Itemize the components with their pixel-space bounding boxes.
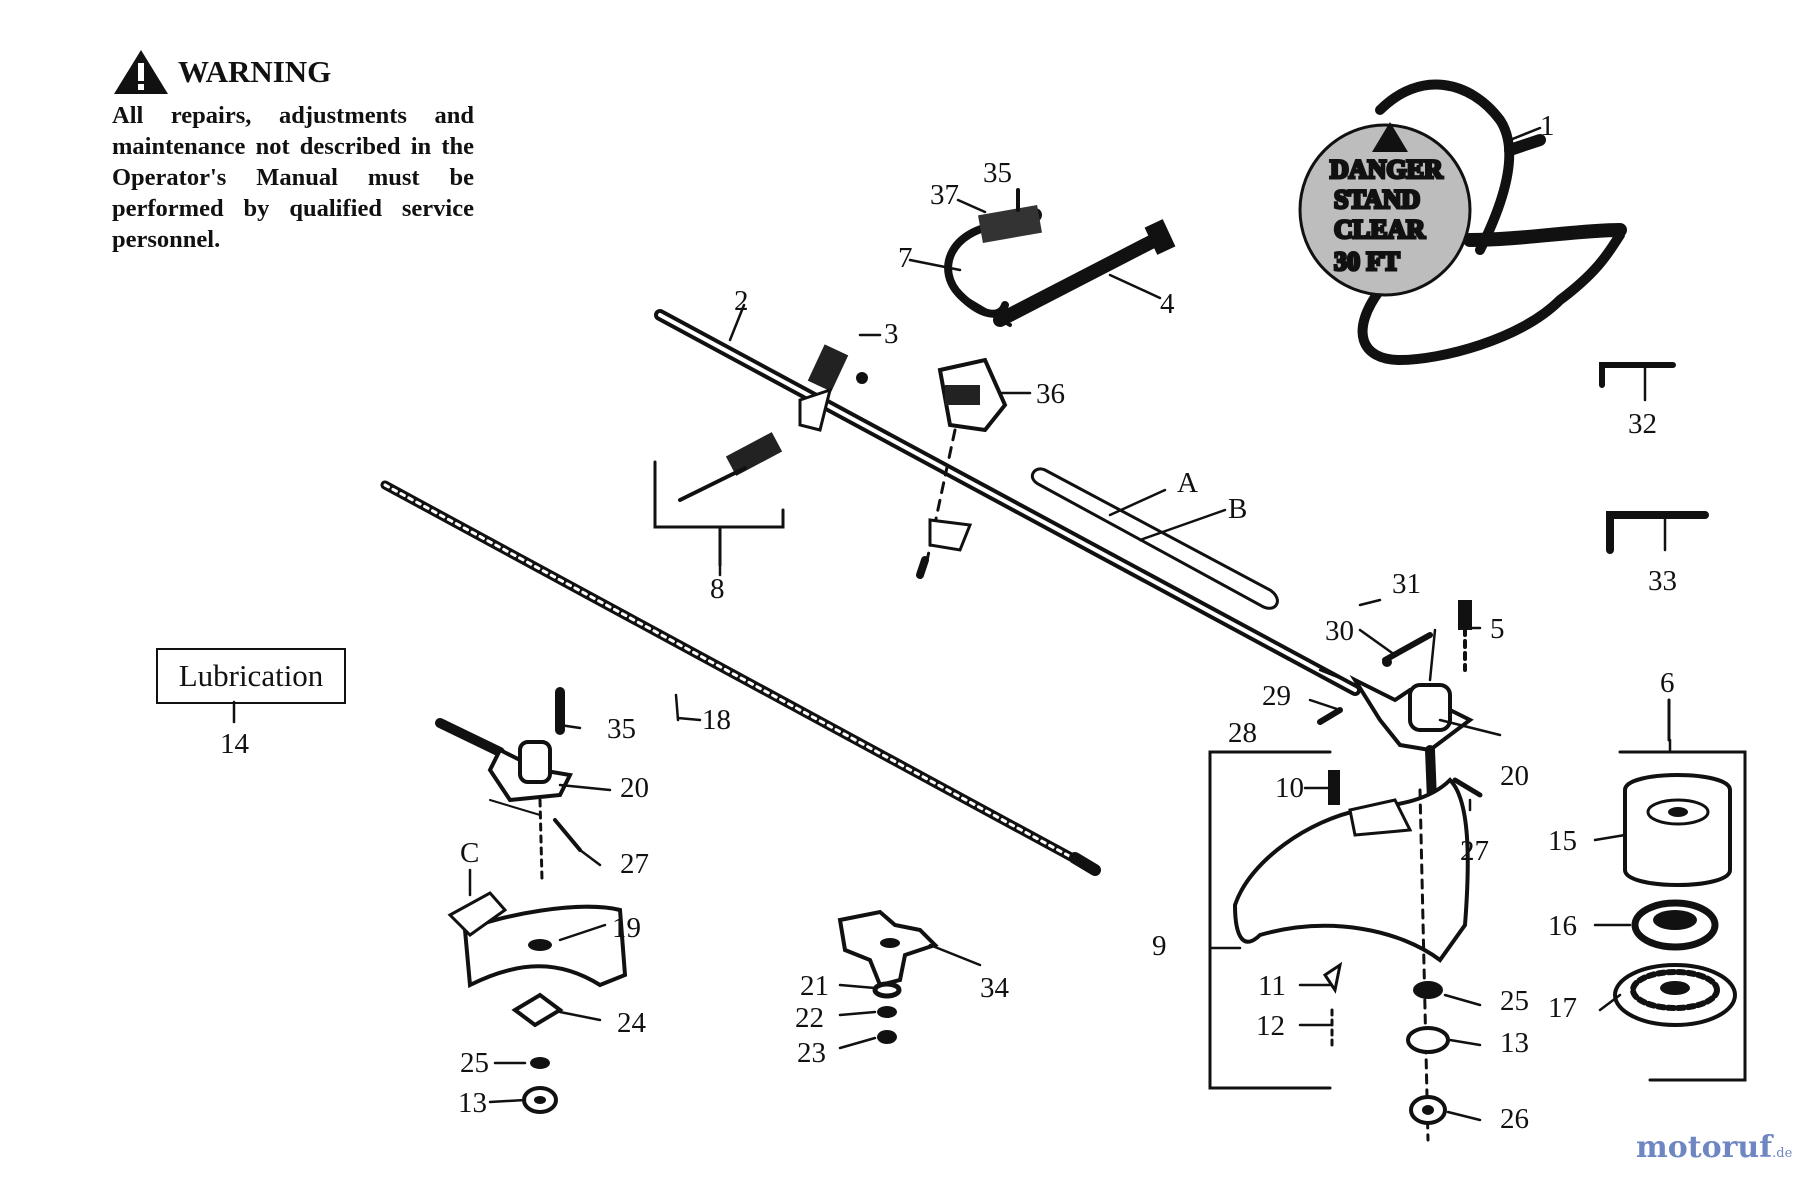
label-29: 29 xyxy=(1262,680,1291,712)
watermark-brand: motoruf xyxy=(1636,1130,1773,1165)
label-37: 37 xyxy=(930,179,959,211)
leader-lines xyxy=(232,126,1672,1122)
label-16: 16 xyxy=(1548,910,1577,942)
label-14: 14 xyxy=(220,728,250,760)
label-24: 24 xyxy=(617,1007,647,1039)
decal-part xyxy=(1030,467,1279,610)
label-31: 31 xyxy=(1392,568,1421,600)
blade-adapter-part xyxy=(837,909,939,1044)
warning-title: WARNING xyxy=(178,54,332,89)
warning-title-row: WARNING xyxy=(112,48,474,96)
label-30: 30 xyxy=(1325,615,1354,647)
label-13-left: 13 xyxy=(458,1087,487,1119)
label-12: 12 xyxy=(1256,1010,1285,1042)
label-5: 5 xyxy=(1490,613,1505,645)
label-1: 1 xyxy=(1540,110,1555,142)
shaft-part xyxy=(654,309,1361,696)
label-13-right: 13 xyxy=(1500,1027,1529,1059)
label-36: 36 xyxy=(1036,378,1065,410)
label-9: 9 xyxy=(1152,930,1167,962)
danger-sign xyxy=(1298,123,1472,297)
label-10: 10 xyxy=(1275,772,1304,804)
label-35-top: 35 xyxy=(983,157,1012,189)
warning-triangle-icon xyxy=(114,50,168,94)
label-35-left: 35 xyxy=(607,713,636,745)
label-17: 17 xyxy=(1548,992,1577,1024)
label-25-left: 25 xyxy=(460,1047,489,1079)
label-26: 26 xyxy=(1500,1103,1529,1135)
trimmer-shield-part xyxy=(1208,750,1470,1142)
label-20-left: 20 xyxy=(620,772,649,804)
warning-notice: WARNING All repairs, adjustments and mai… xyxy=(112,48,474,255)
danger-sign-line-2: STAND xyxy=(1334,185,1420,214)
lubrication-box: Lubrication xyxy=(156,648,346,704)
label-27-left: 27 xyxy=(620,848,649,880)
handle-part xyxy=(944,188,1176,327)
watermark-logo: motoruf.de xyxy=(1636,1130,1792,1165)
gearhead-left-part xyxy=(435,687,628,1114)
label-3: 3 xyxy=(884,318,899,350)
danger-sign-line-1: DANGER xyxy=(1330,155,1443,184)
label-25-right: 25 xyxy=(1500,985,1529,1017)
danger-sign-line-3: CLEAR xyxy=(1334,215,1425,244)
part-labels: 1 2 3 4 5 6 7 8 9 10 11 12 13 13 14 15 1… xyxy=(220,110,1677,1135)
drive-cable-part xyxy=(380,480,1101,876)
label-4: 4 xyxy=(1160,288,1175,320)
label-C: C xyxy=(460,837,479,869)
label-23: 23 xyxy=(797,1037,826,1069)
clamp-part xyxy=(653,344,868,567)
label-20-right: 20 xyxy=(1500,760,1529,792)
label-B: B xyxy=(1228,493,1247,525)
label-27-right: 27 xyxy=(1460,835,1489,867)
handle-clamp-part xyxy=(916,357,1008,579)
label-21: 21 xyxy=(800,970,829,1002)
bracket-32 xyxy=(1599,362,1676,388)
label-A: A xyxy=(1177,467,1198,499)
warning-body: All repairs, adjustments and maintenance… xyxy=(112,102,474,253)
bracket-33 xyxy=(1606,511,1709,554)
label-22: 22 xyxy=(795,1002,824,1034)
trimmer-head-part xyxy=(1613,698,1747,1082)
label-33: 33 xyxy=(1648,565,1677,597)
danger-sign-line-4: 30 FT xyxy=(1334,247,1400,276)
label-28: 28 xyxy=(1228,717,1257,749)
label-6: 6 xyxy=(1660,667,1675,699)
danger-triangle-icon xyxy=(1372,122,1408,152)
label-34: 34 xyxy=(980,972,1010,1004)
label-19: 19 xyxy=(612,912,641,944)
watermark-tld: .de xyxy=(1772,1146,1793,1161)
harness-part xyxy=(1298,79,1627,366)
label-32: 32 xyxy=(1628,408,1657,440)
label-11: 11 xyxy=(1258,970,1286,1002)
label-15: 15 xyxy=(1548,825,1577,857)
label-8: 8 xyxy=(710,573,725,605)
label-7: 7 xyxy=(898,242,913,274)
label-18: 18 xyxy=(702,704,731,736)
label-2: 2 xyxy=(734,285,749,317)
